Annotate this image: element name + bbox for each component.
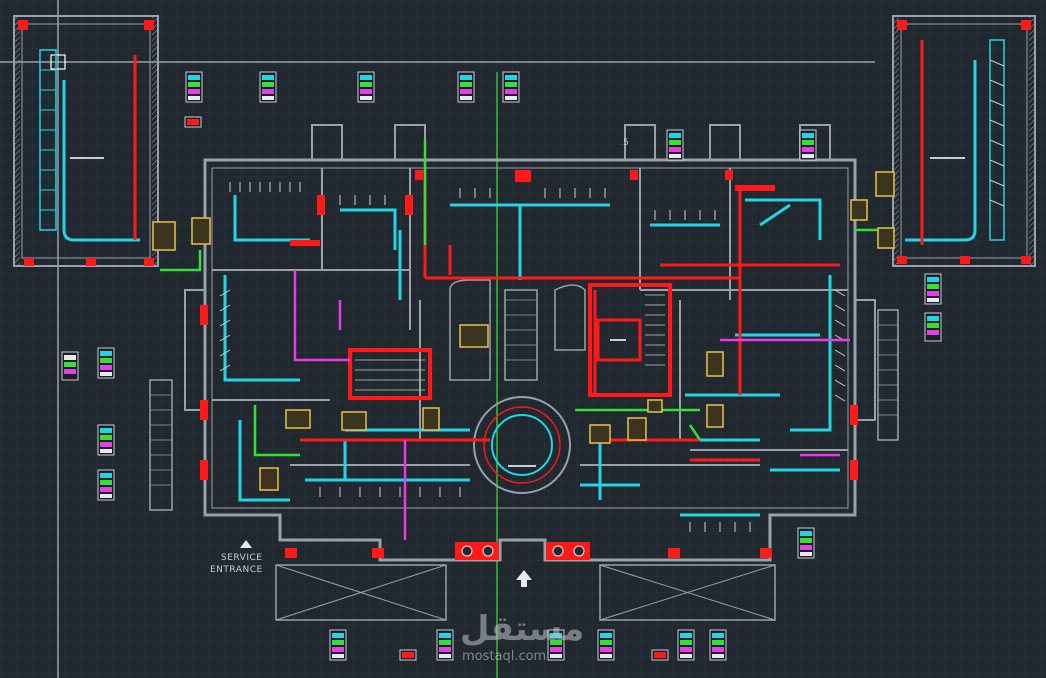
schedule-tag — [677, 629, 695, 661]
hvac-supply-ducts[interactable] — [223, 195, 840, 517]
schedule-tag — [799, 129, 817, 161]
entrance-arrow-icon — [240, 540, 532, 587]
service-entrance-label-2: ENTRANCE — [210, 565, 263, 575]
schedule-tag — [97, 347, 115, 379]
schedule-tag-small — [651, 649, 669, 661]
schedule-tag — [357, 71, 375, 103]
main-floor-plan[interactable] — [149, 124, 899, 621]
drain-pipes-green[interactable] — [160, 140, 880, 457]
schedule-tag — [457, 71, 475, 103]
schedule-tag — [924, 273, 942, 305]
chilled-water-pipes[interactable] — [300, 170, 840, 462]
schedule-tag — [547, 629, 565, 661]
schedule-tag — [185, 71, 203, 103]
section-marker-5: 5 — [623, 138, 629, 148]
schedule-tag — [97, 424, 115, 456]
schedule-tag — [666, 129, 684, 161]
schedule-tag — [502, 71, 520, 103]
right-wing-room[interactable] — [892, 15, 1036, 267]
service-entrance-label-1: SERVICE — [221, 553, 262, 563]
refrigerant-pipes-magenta[interactable] — [293, 270, 850, 540]
entry-fixtures — [461, 545, 585, 557]
schedule-tag — [797, 527, 815, 559]
watermark-latin: mostaql.com — [462, 649, 546, 664]
hvac-duct-fins — [219, 182, 846, 532]
cad-cursor — [0, 0, 875, 678]
hvac-units[interactable] — [152, 171, 895, 491]
schedule-tag — [597, 629, 615, 661]
schedule-tag-small — [184, 116, 202, 128]
schedule-tag — [61, 351, 79, 381]
equipment-schedule-tags[interactable] — [61, 71, 942, 661]
schedule-tag — [329, 629, 347, 661]
schedule-tag-small — [399, 649, 417, 661]
schedule-tag — [924, 312, 942, 342]
schedule-tag — [709, 629, 727, 661]
schedule-tag — [97, 469, 115, 501]
left-wing-room[interactable] — [13, 15, 159, 267]
watermark-arabic: مستقل — [460, 609, 584, 649]
schedule-tag — [436, 629, 454, 661]
schedule-tag — [259, 71, 277, 103]
